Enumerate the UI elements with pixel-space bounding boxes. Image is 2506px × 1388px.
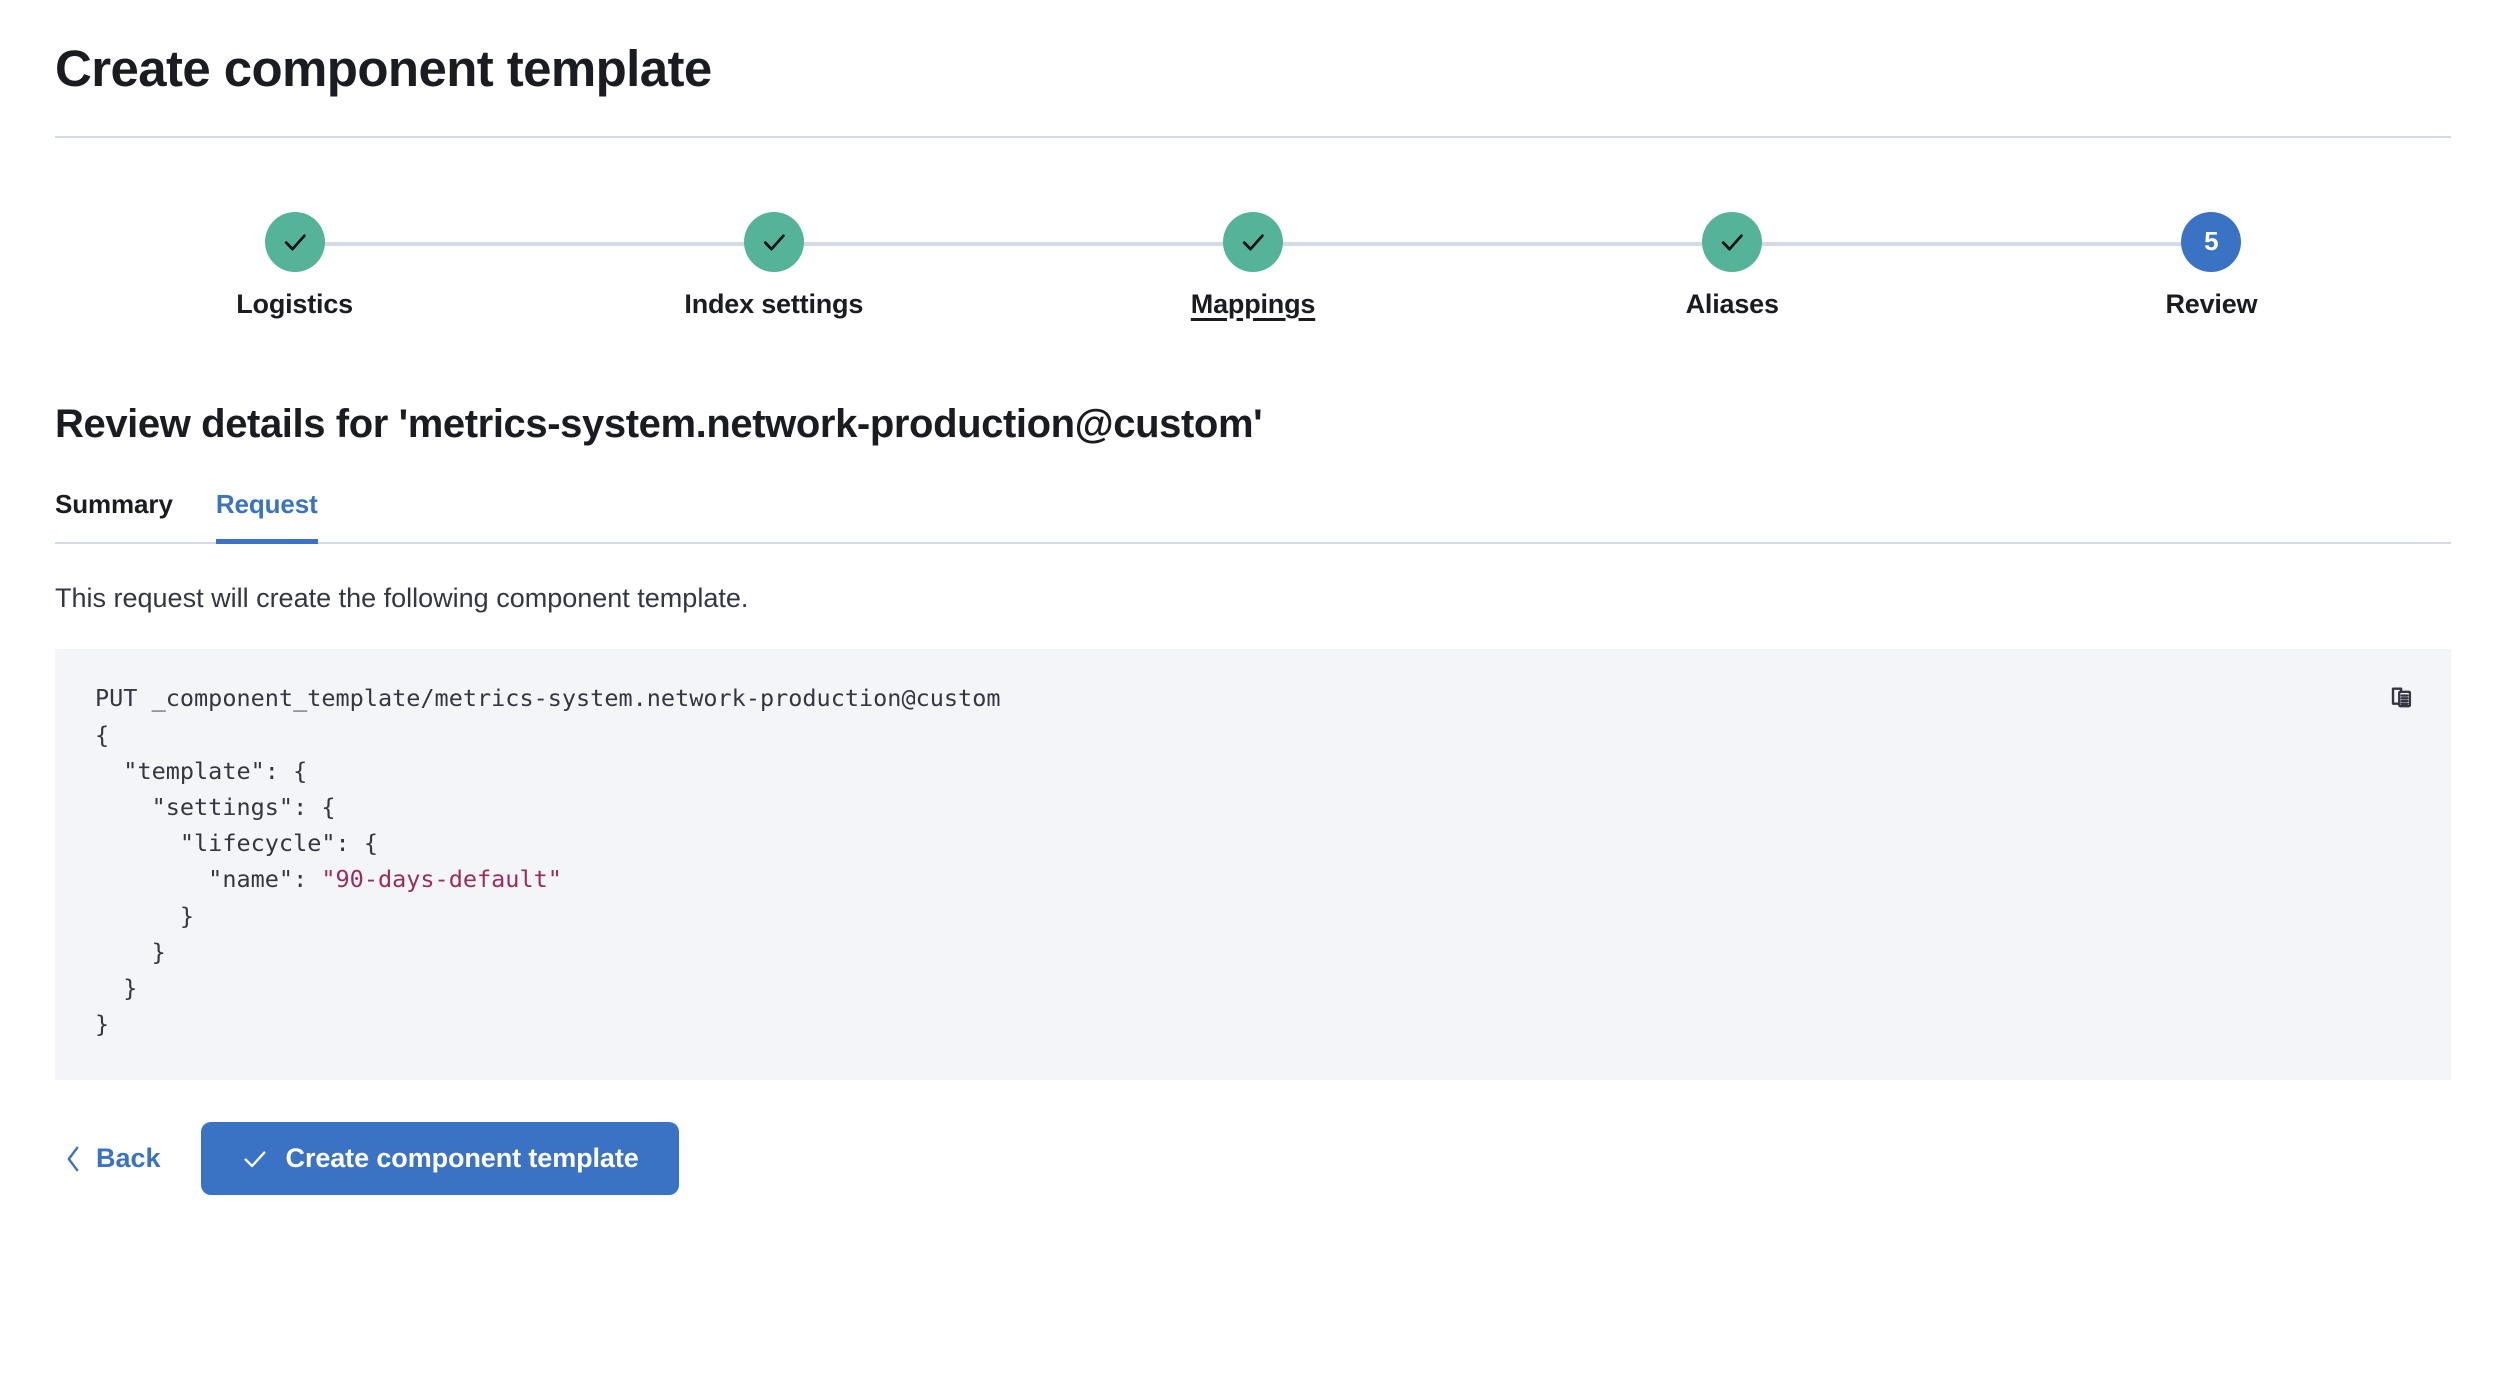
stepper-step-aliases-circle[interactable]	[1702, 211, 1763, 272]
check-icon	[1242, 234, 1264, 251]
stepper-step-aliases[interactable]: Aliases	[1492, 211, 1973, 320]
create-component-template-button[interactable]: Create component template	[200, 1122, 679, 1196]
back-button-label: Back	[96, 1143, 161, 1174]
stepper-step-logistics-label[interactable]: Logistics	[236, 288, 353, 319]
check-icon	[241, 1145, 269, 1173]
request-code-text: PUT _component_template/metrics-system.n…	[95, 680, 2411, 1042]
stepper-step-index-settings[interactable]: Index settings	[534, 211, 1014, 320]
chevron-left-icon	[63, 1145, 83, 1173]
stepper-step-review-label[interactable]: Review	[2165, 288, 2258, 319]
tab-summary[interactable]: Summary	[55, 489, 194, 542]
code-body-before: { "template": { "settings": { "lifecycle…	[95, 720, 378, 894]
stepper-step-review-number: 5	[2204, 226, 2219, 257]
stepper-step-mappings-circle[interactable]	[1223, 211, 1283, 272]
request-description: This request will create the following c…	[55, 582, 749, 613]
review-section-title: Review details for 'metrics-system.netwo…	[55, 401, 1263, 446]
page-title: Create component template	[55, 40, 712, 97]
check-icon	[284, 234, 306, 251]
review-tabs: Summary Request	[55, 489, 2451, 544]
back-button[interactable]: Back	[55, 1133, 169, 1184]
check-icon	[1722, 234, 1743, 251]
stepper-step-logistics[interactable]: Logistics	[55, 211, 535, 320]
copy-clipboard-icon[interactable]	[2381, 676, 2425, 720]
check-icon-glyph	[244, 1151, 266, 1168]
tab-request[interactable]: Request	[215, 489, 339, 544]
code-body-after: } } } }	[95, 901, 195, 1039]
request-code-panel: PUT _component_template/metrics-system.n…	[55, 649, 2451, 1081]
create-component-template-button-label: Create component template	[285, 1143, 639, 1174]
stepper-step-mappings[interactable]: Mappings	[1013, 211, 1493, 320]
stepper-step-aliases-label[interactable]: Aliases	[1685, 288, 1779, 319]
code-method-line: PUT _component_template/metrics-system.n…	[95, 684, 1001, 713]
stepper-step-mappings-label[interactable]: Mappings	[1190, 288, 1316, 319]
chevron-left-icon-glyph	[67, 1146, 79, 1172]
check-icon	[763, 234, 785, 251]
stepper-step-review-circle[interactable]: 5	[2181, 211, 2242, 272]
copy-clipboard-icon-glyph	[2391, 687, 2412, 708]
title-divider	[55, 135, 2451, 138]
stepper-step-logistics-circle[interactable]	[264, 211, 325, 272]
code-lifecycle-name-value: "90-days-default"	[321, 865, 562, 894]
wizard-footer: Back Create component template	[55, 1122, 2451, 1196]
stepper-step-index-settings-circle[interactable]	[743, 211, 804, 272]
stepper-step-index-settings-label[interactable]: Index settings	[684, 288, 864, 319]
